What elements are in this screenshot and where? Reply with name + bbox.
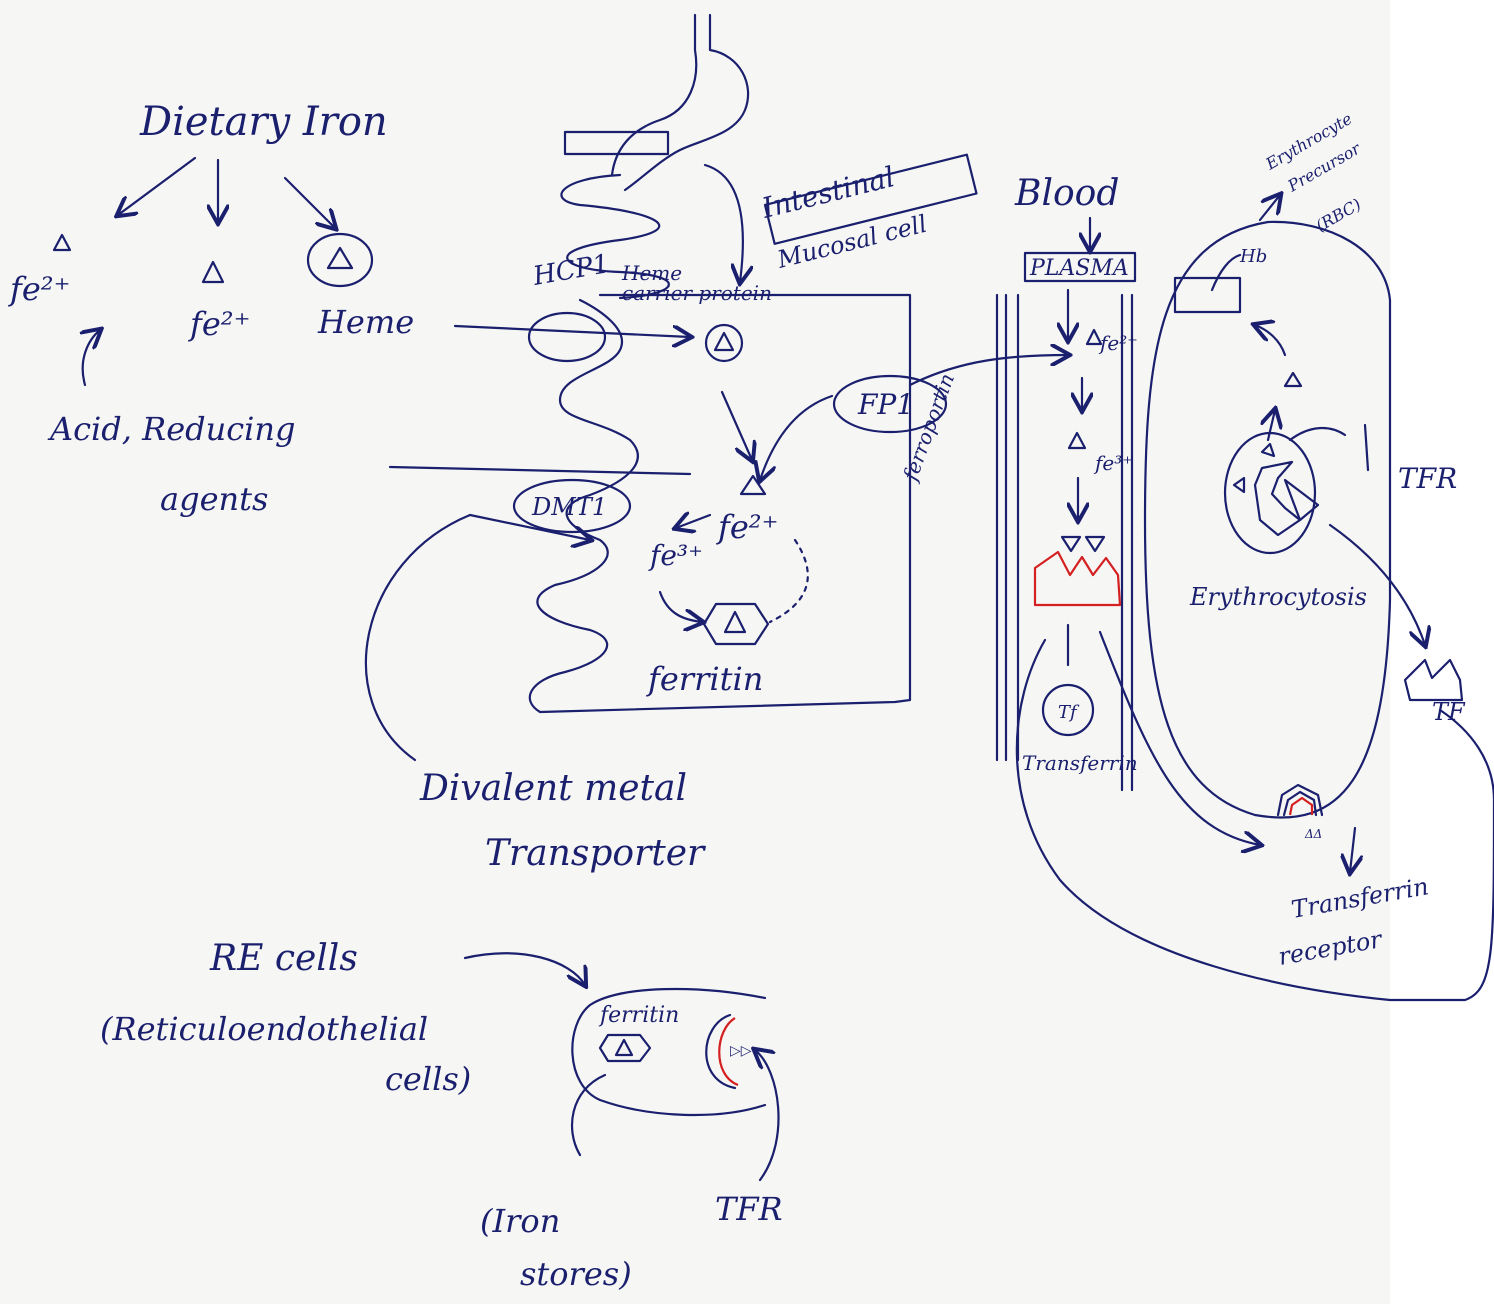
mucosal-cell-label: Mucosal cell xyxy=(774,210,930,274)
arrow-fe3-to-ferritin xyxy=(660,592,702,622)
iron-stores-label-1: (Iron xyxy=(480,1202,560,1240)
fe-mid-label: fe²⁺ xyxy=(188,305,251,343)
transferrin-bound-red xyxy=(1290,798,1312,815)
triangle-icon xyxy=(1262,444,1274,456)
triangle-icon xyxy=(1285,373,1301,386)
triangle-icon xyxy=(1062,537,1080,551)
arrow-tfr-in xyxy=(755,1050,779,1180)
arrow-acid-to-fe xyxy=(83,330,100,385)
ferritin-label: ferritin xyxy=(646,660,763,698)
heme-carrier-protein xyxy=(529,313,605,361)
triangle-icon xyxy=(725,612,745,632)
apo-transferrin-shape xyxy=(1035,552,1120,605)
heme-label: Heme xyxy=(317,303,414,341)
intestinal-label: Intestinal xyxy=(758,160,898,225)
arrow-heme-to-fe2 xyxy=(722,392,752,460)
hb-label: Hb xyxy=(1239,246,1267,267)
erythroid-label-3: (RBC) xyxy=(1313,195,1365,236)
fe3-label: fe³⁺ xyxy=(648,539,703,572)
arrow-to-fe2-left xyxy=(118,158,195,215)
arrow-tf-to-receptor xyxy=(1100,632,1260,845)
plasma-label: PLASMA xyxy=(1029,256,1129,281)
triangle-icon xyxy=(715,333,733,350)
dmt1-label: DMT1 xyxy=(531,493,607,521)
arrow-to-hb xyxy=(1255,325,1285,355)
re-iron-dots: ▷▷ xyxy=(730,1043,752,1059)
blood-label: Blood xyxy=(1014,173,1119,214)
triangle-icon xyxy=(54,235,70,250)
agents-label: agents xyxy=(160,480,268,518)
esophagus xyxy=(612,15,696,175)
transferrin-label: Transferrin xyxy=(1022,751,1138,775)
heme-inside-icon xyxy=(706,325,742,361)
triangle-icon xyxy=(1234,478,1244,492)
heme-circle-icon xyxy=(308,234,372,286)
triangle-icon xyxy=(203,262,223,282)
re-cells-full-1: (Reticuloendothelial xyxy=(100,1010,428,1048)
receptor-iron-dots: ΔΔ xyxy=(1304,827,1322,841)
dmt-caption-1: Divalent metal xyxy=(419,768,687,809)
arrow-fp1-to-fe xyxy=(760,396,832,480)
transferrin-receptor-label-2: receptor xyxy=(1276,925,1385,971)
ferritin-re-label: ferritin xyxy=(598,1003,679,1028)
dietary-iron-title: Dietary Iron xyxy=(139,99,388,145)
paper-edge xyxy=(1390,0,1494,1304)
mucosal-baseline xyxy=(390,467,690,474)
triangle-icon xyxy=(616,1040,632,1055)
erythrocytosis-label: Erythrocytosis xyxy=(1189,583,1367,611)
arrow-to-re-cell xyxy=(465,953,585,985)
triangle-icon xyxy=(1086,537,1104,551)
dmt-pointer-line xyxy=(366,515,470,760)
arrow-to-heme xyxy=(285,178,335,228)
re-iron-out-arrow xyxy=(572,1075,605,1155)
ferritin-hexagon xyxy=(600,1035,650,1061)
arrow-heme-uptake xyxy=(455,326,690,337)
fp1-label: FP1 xyxy=(857,388,914,421)
arrow-precursor xyxy=(1260,195,1280,220)
hb-box xyxy=(1175,278,1240,312)
arrow-iron-release xyxy=(1268,410,1275,440)
tfr-loop xyxy=(1290,428,1345,440)
pylorus-box xyxy=(565,132,668,154)
triangle-icon xyxy=(1087,330,1101,344)
ferritin-hexagon xyxy=(704,604,768,644)
arrow-to-receptor-label xyxy=(1350,828,1355,872)
heme-carrier-label-2: carrier protein xyxy=(622,281,772,305)
iron-stores-label-2: stores) xyxy=(520,1255,632,1293)
fe2-label: fe²⁺ xyxy=(716,508,779,546)
stomach xyxy=(625,15,748,190)
fe-left-label: fe²⁺ xyxy=(8,270,71,308)
blood-fe2-label: fe²⁺ xyxy=(1098,331,1138,355)
dmt-caption-2: Transporter xyxy=(485,833,706,874)
acid-reducing-label: Acid, Reducing xyxy=(47,410,295,448)
blood-fe3-label: fe³⁺ xyxy=(1093,451,1133,475)
triangle-icon xyxy=(1069,433,1085,448)
ferritin-release-dotted xyxy=(770,540,808,622)
tf-right-label: TF xyxy=(1432,698,1466,726)
tfr-re-label: TFR xyxy=(715,1190,783,1228)
tf-label: Tf xyxy=(1058,702,1080,723)
re-cells-full-2: cells) xyxy=(385,1060,471,1098)
arrow-to-mucosal-cell xyxy=(705,165,743,282)
triangle-icon xyxy=(328,248,352,268)
re-cells-label: RE cells xyxy=(209,938,358,979)
endosome-tf-tfr xyxy=(1255,462,1300,535)
hb-pointer xyxy=(1212,255,1240,290)
arrow-fe2-to-fe3 xyxy=(676,515,710,528)
tfr-right-label: TFR xyxy=(1398,462,1457,495)
hcl-label: HCP1 xyxy=(530,249,612,292)
tfr-line xyxy=(1365,425,1368,470)
